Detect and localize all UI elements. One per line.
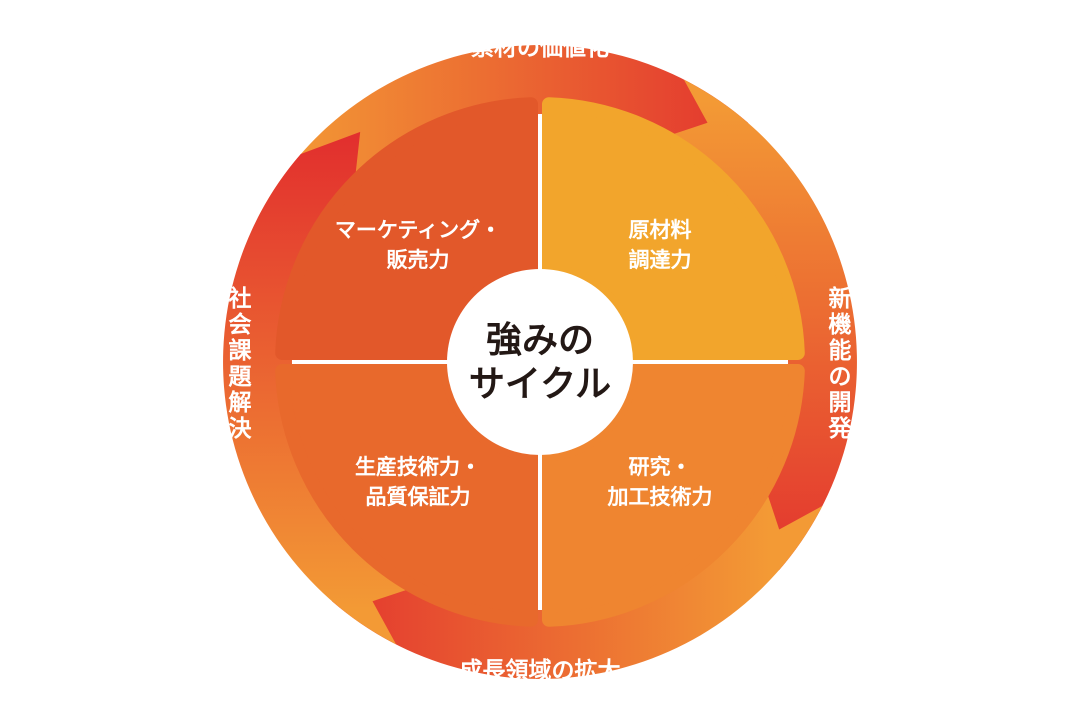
quadrant-label-top-right-line2: 調達力 (629, 248, 692, 272)
center-circle (447, 269, 633, 455)
quadrant-label-top-left-line2: 販売力 (387, 248, 450, 272)
center-label-line2: サイクル (469, 364, 611, 405)
quadrant-label-top-left-line1: マーケティング・ (335, 218, 501, 242)
arc-label-right-char: 発 (828, 416, 853, 442)
arc-label-right: 新 機 能 の 開 発 (828, 285, 853, 442)
arc-label-right-char: の (829, 364, 852, 390)
arc-label-right-char: 開 (829, 390, 852, 416)
arc-label-right-char: 新 (829, 285, 852, 312)
quadrant-label-top-right-line1: 原材料 (629, 218, 692, 242)
arc-label-left-char: 社 (229, 285, 252, 312)
arc-label-left-char: 題 (229, 364, 253, 390)
arc-arrow-right (652, 79, 857, 593)
arc-label-left: 社 会 課 題 解 決 (229, 285, 253, 442)
arc-label-bottom: 成長領域の拡大 (460, 657, 621, 684)
quadrant-label-bottom-left-line2: 品質保証力 (366, 485, 471, 509)
quadrant-label-bottom-right-line2: 加工技術力 (607, 485, 713, 509)
arc-label-left-char: 会 (229, 311, 252, 338)
arc-label-left-char: 決 (229, 416, 253, 442)
arc-label-right-char: 機 (829, 312, 852, 338)
arc-label-right-char: 能 (829, 337, 852, 364)
arc-label-top: 素材の価値化 (471, 34, 609, 61)
arc-arrow-bottom (309, 474, 823, 679)
quadrant-label-bottom-right-line1: 研究・ (629, 455, 692, 479)
arc-arrow-left (223, 131, 428, 645)
arc-label-left-char: 解 (229, 389, 252, 416)
arc-label-left-char: 課 (229, 337, 253, 364)
arc-arrow-top (257, 45, 771, 250)
center-label-line1: 強みの (486, 320, 594, 361)
quadrant-label-bottom-left-line1: 生産技術力・ (355, 455, 481, 479)
